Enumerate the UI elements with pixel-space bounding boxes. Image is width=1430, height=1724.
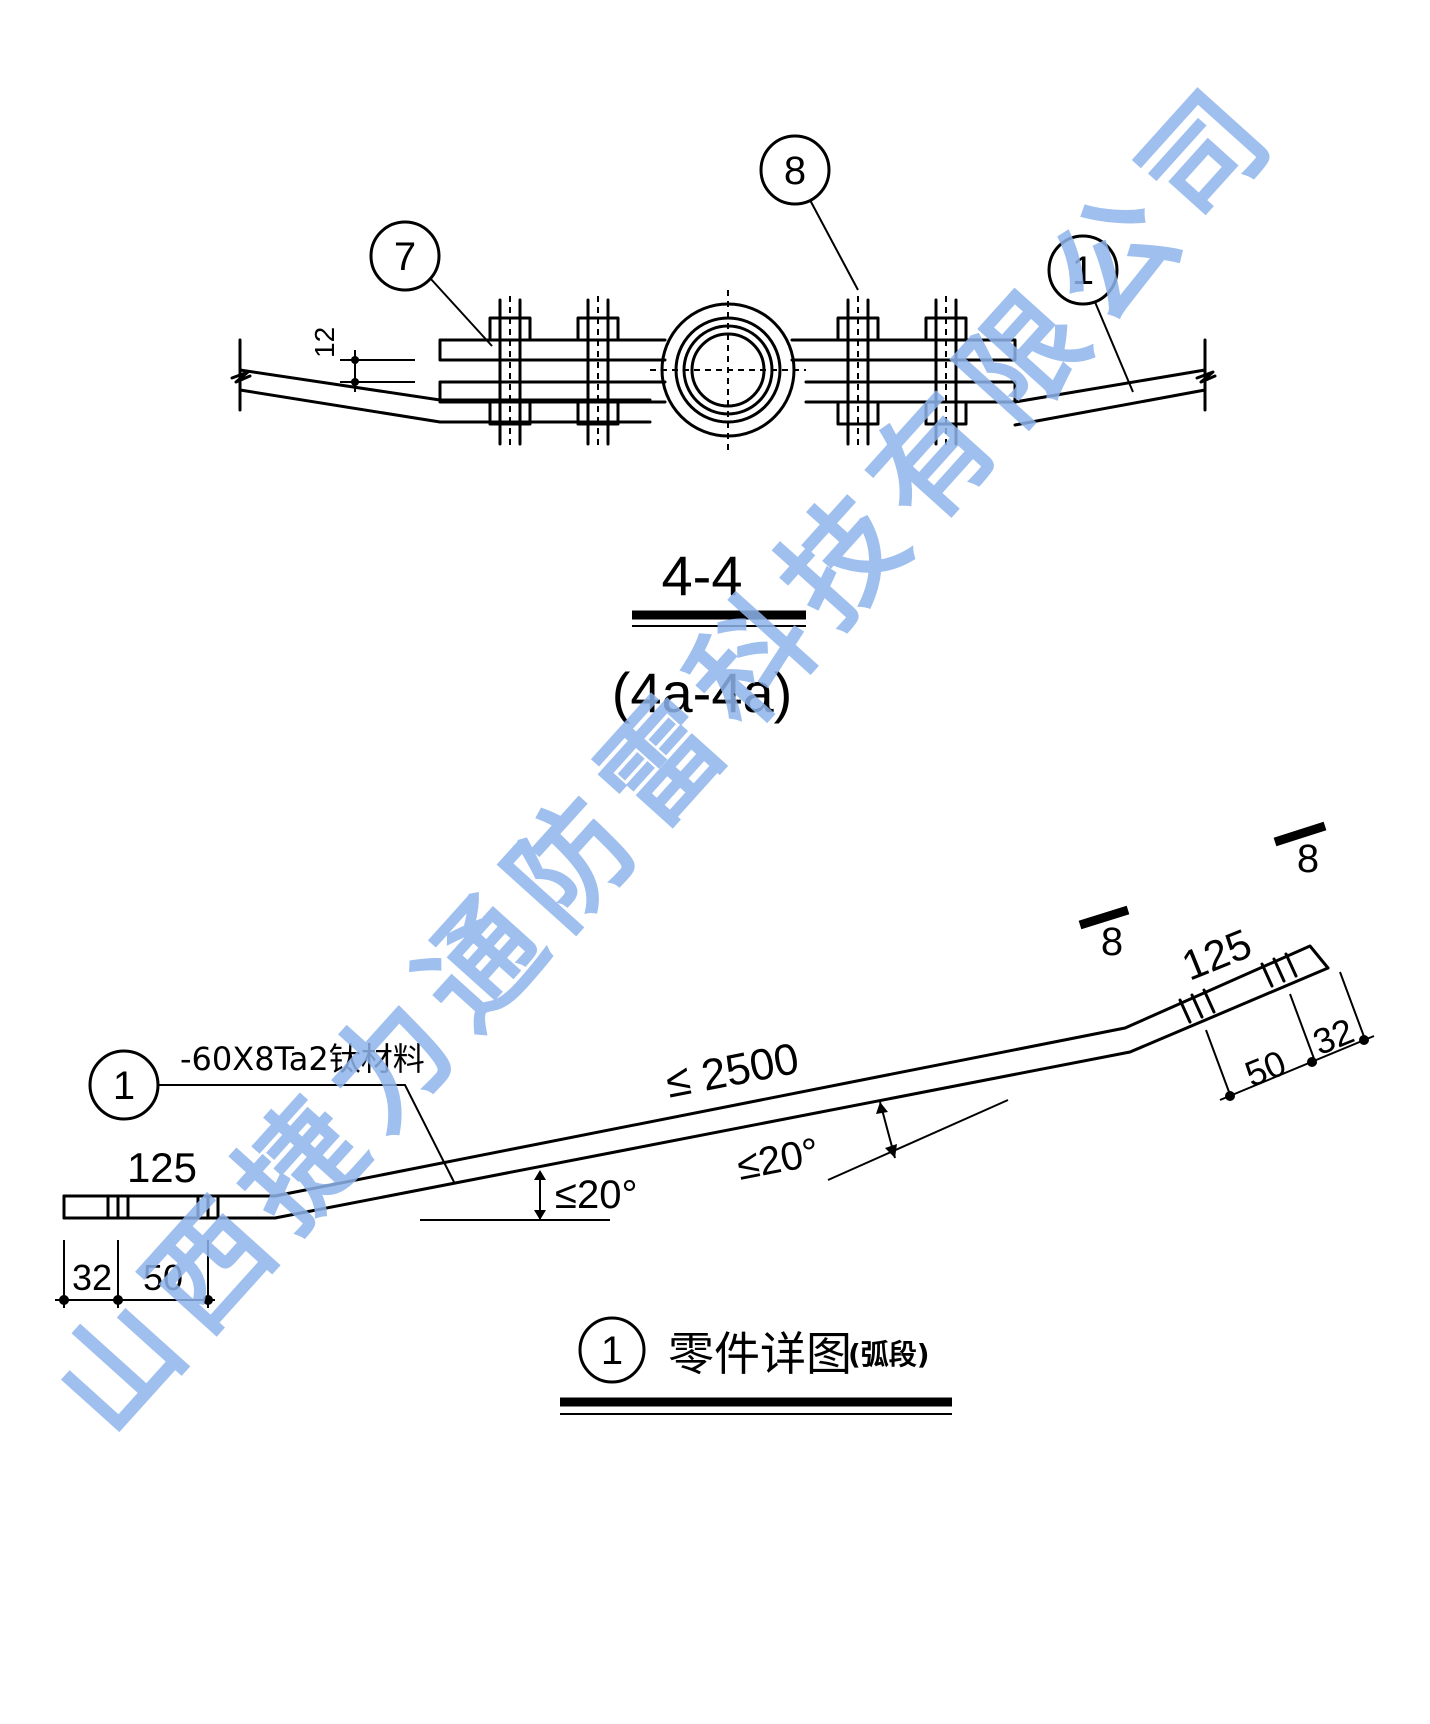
material-spec: -60X8Ta2钛材料: [180, 1040, 425, 1078]
pipe-centerline: [650, 290, 806, 450]
caption-callout-circle: [578, 1316, 646, 1384]
section-mark-1-label: 8: [1101, 920, 1123, 964]
right-dim-line: [1219, 1035, 1375, 1101]
section-mark-2-label: 8: [1297, 837, 1319, 881]
left-end-length: 125: [127, 1144, 197, 1191]
thickness-dim-label: 12: [309, 327, 340, 358]
right-hole-2: [1260, 952, 1298, 988]
thickness-dim-tick-bottom: [351, 378, 359, 386]
callout-7-leader: [429, 277, 493, 347]
right-end-pitch: 50: [1239, 1042, 1291, 1095]
bar-lower-edge: [62, 966, 1330, 1220]
thickness-dim-tick-top: [351, 356, 359, 364]
detail-callout-label: 1: [113, 1064, 135, 1108]
right-angle-label: ≤20°: [733, 1130, 822, 1189]
left-angle-label: ≤20°: [555, 1173, 637, 1217]
bolt-4: [924, 296, 968, 448]
callout-8-label: 8: [784, 149, 806, 193]
caption-note: (弧段): [848, 1338, 930, 1371]
right-break-line: [1195, 338, 1217, 412]
detail-callout-leader: [158, 1084, 456, 1185]
callout-1-circle: [1047, 234, 1119, 306]
right-dim-tick-3: [1359, 1035, 1369, 1045]
bolt-2: [576, 296, 620, 448]
callout-8-leader: [809, 199, 859, 291]
section-subtitle: (4a-4a): [612, 661, 793, 724]
section-title: 4-4: [662, 544, 743, 607]
right-dim-extension: [1205, 971, 1367, 1101]
callout-8-circle: [759, 134, 831, 206]
left-dim-tick-3: [203, 1295, 213, 1305]
left-break-line: [230, 338, 252, 412]
right-dim-tick-2: [1307, 1057, 1317, 1067]
left-end-edge: 32: [72, 1257, 112, 1298]
bolt-3: [836, 296, 880, 448]
bar-upper-edge: [62, 944, 1330, 1198]
callout-1-label: 1: [1072, 249, 1094, 293]
right-upper-plate: [790, 338, 1017, 362]
left-hole-2: [196, 1194, 220, 1220]
left-dim-tick-2: [113, 1295, 123, 1305]
bolt-1: [488, 296, 532, 448]
right-hole-1: [1178, 988, 1216, 1024]
left-end-pitch: 50: [143, 1257, 183, 1298]
right-end-length: 125: [1175, 920, 1258, 990]
callout-7-label: 7: [394, 235, 416, 279]
right-bar: [1013, 368, 1207, 427]
section-mark-2-bar: [1273, 821, 1327, 847]
part-detail: 125 32 50 125 50 32 ≤ 2500 ≤20° ≤20° 1 -: [55, 821, 1375, 1415]
lower-plate: [438, 380, 667, 404]
right-dim-tick-1: [1225, 1091, 1235, 1101]
caption-title: 零件详图: [668, 1327, 852, 1381]
right-angle-arrows: [876, 1102, 897, 1158]
left-hole-1: [106, 1194, 130, 1220]
callout-7-circle: [369, 220, 441, 292]
left-dim-tick-1: [59, 1295, 69, 1305]
right-angle-baseline: [827, 1099, 1009, 1181]
upper-plate: [438, 338, 667, 362]
caption-callout-label: 1: [601, 1329, 623, 1373]
section-view: 12 7 8 1 4-4 (4a-4a): [230, 134, 1217, 724]
callout-1-leader: [1094, 301, 1134, 393]
left-angle-arrows: [534, 1170, 546, 1220]
right-end-edge: 32: [1307, 1010, 1359, 1063]
section-mark-1-bar: [1078, 905, 1130, 930]
